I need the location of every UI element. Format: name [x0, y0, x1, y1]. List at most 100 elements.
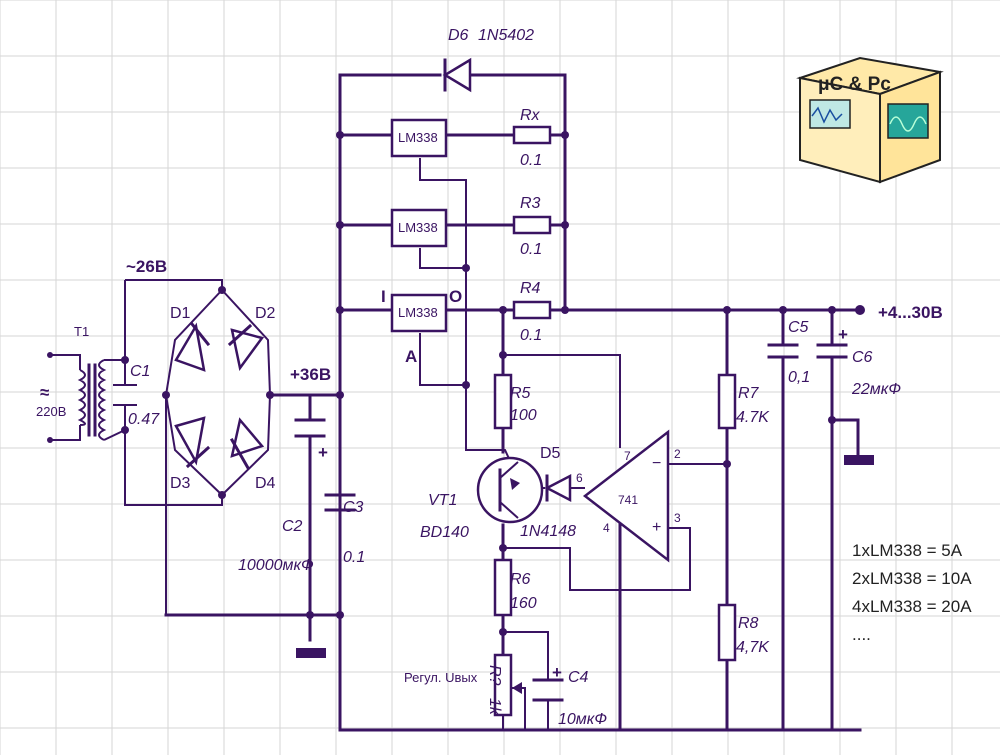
junction-dot [336, 131, 344, 139]
label-r5: R5 [510, 385, 531, 402]
output-terminal [855, 305, 865, 315]
label-ac-secondary: ~26В [126, 257, 167, 276]
junction-dot [336, 611, 344, 619]
label-t1: T1 [74, 324, 89, 339]
pin-label-a: A [405, 347, 417, 366]
label-rx: Rx [520, 107, 541, 124]
shunt-resistors [512, 125, 552, 320]
label-r8-val: 4,7K [736, 639, 770, 656]
junction-dot [162, 391, 170, 399]
ac-symbol: ≈ [40, 383, 49, 402]
label-c3: C3 [343, 499, 364, 516]
label-c2-val: 10000мкФ [238, 557, 314, 574]
label-vt1-part: BD140 [420, 524, 469, 541]
plus-c6: + [838, 325, 848, 344]
junction-dots [121, 131, 836, 636]
capacitors [113, 343, 848, 702]
label-pot: R? [486, 665, 503, 686]
label-c3-val: 0.1 [343, 549, 365, 566]
label-vt1: VT1 [428, 492, 457, 509]
junction-dot [121, 356, 129, 364]
parallel-dashed-lines [339, 140, 566, 220]
svg-text:−: − [652, 455, 661, 472]
label-mains: 220В [36, 404, 66, 419]
label-pot-note: Регул. Uвых [404, 670, 478, 685]
junction-dot [779, 306, 787, 314]
label-r4: R4 [520, 280, 541, 297]
junction-dot [266, 391, 274, 399]
label-d6-part: 1N5402 [478, 27, 534, 44]
transistor-vt1 [476, 456, 544, 524]
label-d3: D3 [170, 475, 191, 492]
label-d4: D4 [255, 475, 276, 492]
bridge-diodes [174, 321, 265, 471]
label-reg-3: LM338 [398, 305, 438, 320]
note-line: .... [852, 625, 871, 644]
label-output-voltage: +4...30В [878, 303, 943, 322]
junction-dot [336, 306, 344, 314]
label-c6-val: 22мкФ [851, 381, 901, 398]
junction-dot [462, 381, 470, 389]
label-opamp: 741 [618, 493, 638, 507]
junction-dot [462, 264, 470, 272]
label-c5: C5 [788, 319, 809, 336]
label-r7-val: 4.7K [736, 409, 770, 426]
plus-c4: + [552, 663, 562, 682]
label-r4-val: 0.1 [520, 327, 542, 344]
transformer-t1 [47, 352, 126, 443]
pin-4: 4 [603, 521, 610, 535]
label-c4: C4 [568, 669, 589, 686]
junction-dot [561, 306, 569, 314]
junction-dot [218, 286, 226, 294]
label-reg-1: LM338 [398, 130, 438, 145]
label-reg-2: LM338 [398, 220, 438, 235]
pin-7: 7 [624, 449, 631, 463]
label-c1-val: 0.47 [128, 411, 160, 428]
vertical-resistors [493, 373, 737, 717]
junction-dot [828, 416, 836, 424]
label-r3-val: 0.1 [520, 241, 542, 258]
junction-dot [218, 491, 226, 499]
label-d6: D6 [448, 27, 469, 44]
label-d2: D2 [255, 305, 276, 322]
label-r7: R7 [738, 385, 760, 402]
plus-c2: + [318, 443, 328, 462]
opamp-741: − + [582, 429, 670, 563]
junction-dot [723, 306, 731, 314]
pin-3: 3 [674, 511, 681, 525]
logo-text: μC & Pc [818, 74, 891, 95]
label-d1: D1 [170, 305, 191, 322]
junction-dot [499, 351, 507, 359]
ground-symbols [296, 455, 874, 658]
note-line: 1xLM338 = 5A [852, 541, 963, 560]
svg-text:+: + [652, 519, 661, 536]
label-d5-part: 1N4148 [520, 523, 576, 540]
label-dc-voltage: +36В [290, 365, 331, 384]
current-notes: 1xLM338 = 5A 2xLM338 = 10A 4xLM338 = 20A… [852, 541, 972, 644]
label-c4-val: 10мкФ [558, 711, 607, 728]
junction-dot [336, 221, 344, 229]
junction-dot [561, 131, 569, 139]
label-r6-val: 160 [510, 595, 537, 612]
junction-dot [499, 544, 507, 552]
pin-label-o: O [449, 287, 462, 306]
note-line: 4xLM338 = 20A [852, 597, 972, 616]
lm338-regulators [390, 118, 448, 333]
junction-dot [828, 306, 836, 314]
label-c1: C1 [130, 363, 150, 380]
junction-dot [121, 426, 129, 434]
diode-d6 [442, 57, 472, 93]
labels: D6 1N5402 ~26В +36В +4...30В T1 ≈ 220В C… [36, 27, 943, 728]
diode-d5 [544, 473, 572, 503]
junction-dot [723, 460, 731, 468]
label-c5-val: 0,1 [788, 369, 810, 386]
logo: μC & Pc [796, 56, 944, 184]
junction-dot [499, 306, 507, 314]
label-rx-val: 0.1 [520, 152, 542, 169]
label-d5: D5 [540, 445, 561, 462]
junction-dot [336, 391, 344, 399]
label-c2: C2 [282, 518, 303, 535]
label-r3: R3 [520, 195, 541, 212]
junction-dot [306, 611, 314, 619]
